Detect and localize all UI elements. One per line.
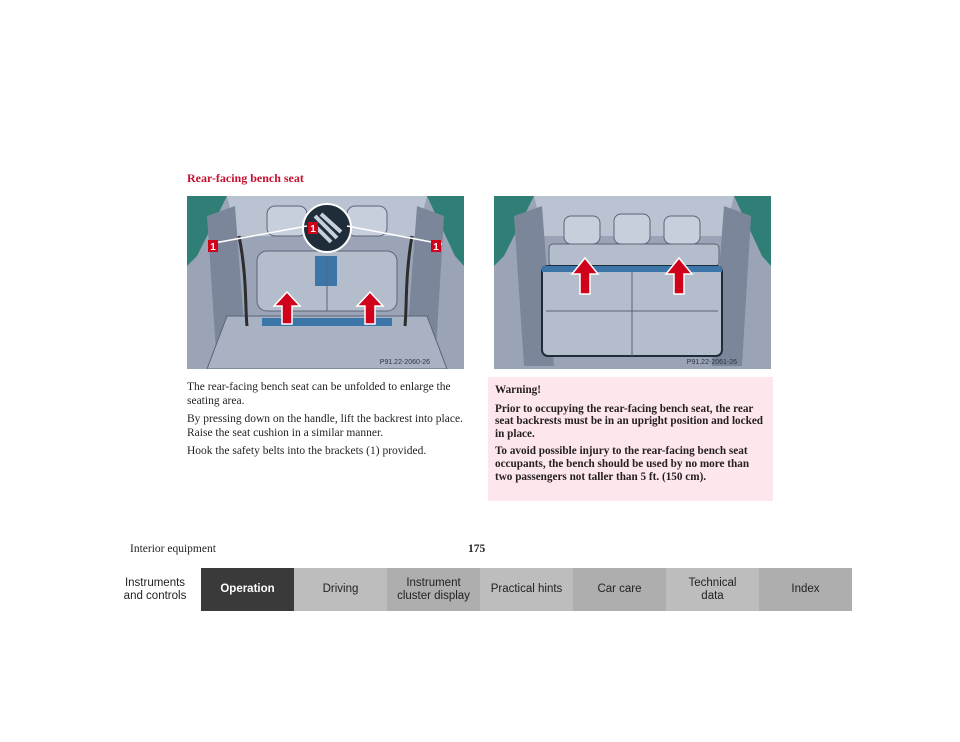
- bench-seat-brackets-illustration: 1 1 1 P91.22-2060-26: [187, 196, 464, 369]
- callout-marker-1: 1: [433, 242, 439, 253]
- callout-marker-1: 1: [210, 242, 216, 253]
- tab-driving[interactable]: Driving: [294, 568, 387, 611]
- warning-title: Warning!: [495, 384, 542, 396]
- chapter-nav: Instruments and controls Operation Drivi…: [109, 568, 852, 611]
- warning-box: Warning! Prior to occupying the rear-fac…: [488, 377, 773, 501]
- bench-seat-raise-illustration: P91.22-2061-26: [494, 196, 771, 369]
- tab-technical-data[interactable]: Technical data: [666, 568, 759, 611]
- callout-marker-1: 1: [310, 224, 316, 235]
- body-paragraph: Hook the safety belts into the brackets …: [187, 445, 427, 457]
- tab-operation[interactable]: Operation: [201, 568, 294, 611]
- tab-instrument-cluster-display[interactable]: Instrument cluster display: [387, 568, 480, 611]
- figure-code: P91.22-2060-26: [379, 359, 430, 366]
- tab-instruments-and-controls[interactable]: Instruments and controls: [109, 568, 201, 611]
- figure-code: P91.22-2061-26: [686, 359, 737, 366]
- body-text: The rear-facing bench seat can be unfold…: [187, 381, 467, 464]
- warning-paragraph: Prior to occupying the rear-facing bench…: [495, 402, 764, 440]
- tab-index[interactable]: Index: [759, 568, 852, 611]
- tab-car-care[interactable]: Car care: [573, 568, 666, 611]
- page-number: 175: [468, 543, 486, 555]
- warning-paragraph: To avoid possible injury to the rear-fac…: [495, 445, 750, 483]
- footer-section-label: Interior equipment: [130, 543, 216, 555]
- body-paragraph: By pressing down on the handle, lift the…: [187, 413, 463, 439]
- section-heading: Rear-facing bench seat: [187, 171, 304, 185]
- tab-practical-hints[interactable]: Practical hints: [480, 568, 573, 611]
- body-paragraph: The rear-facing bench seat can be unfold…: [187, 381, 451, 407]
